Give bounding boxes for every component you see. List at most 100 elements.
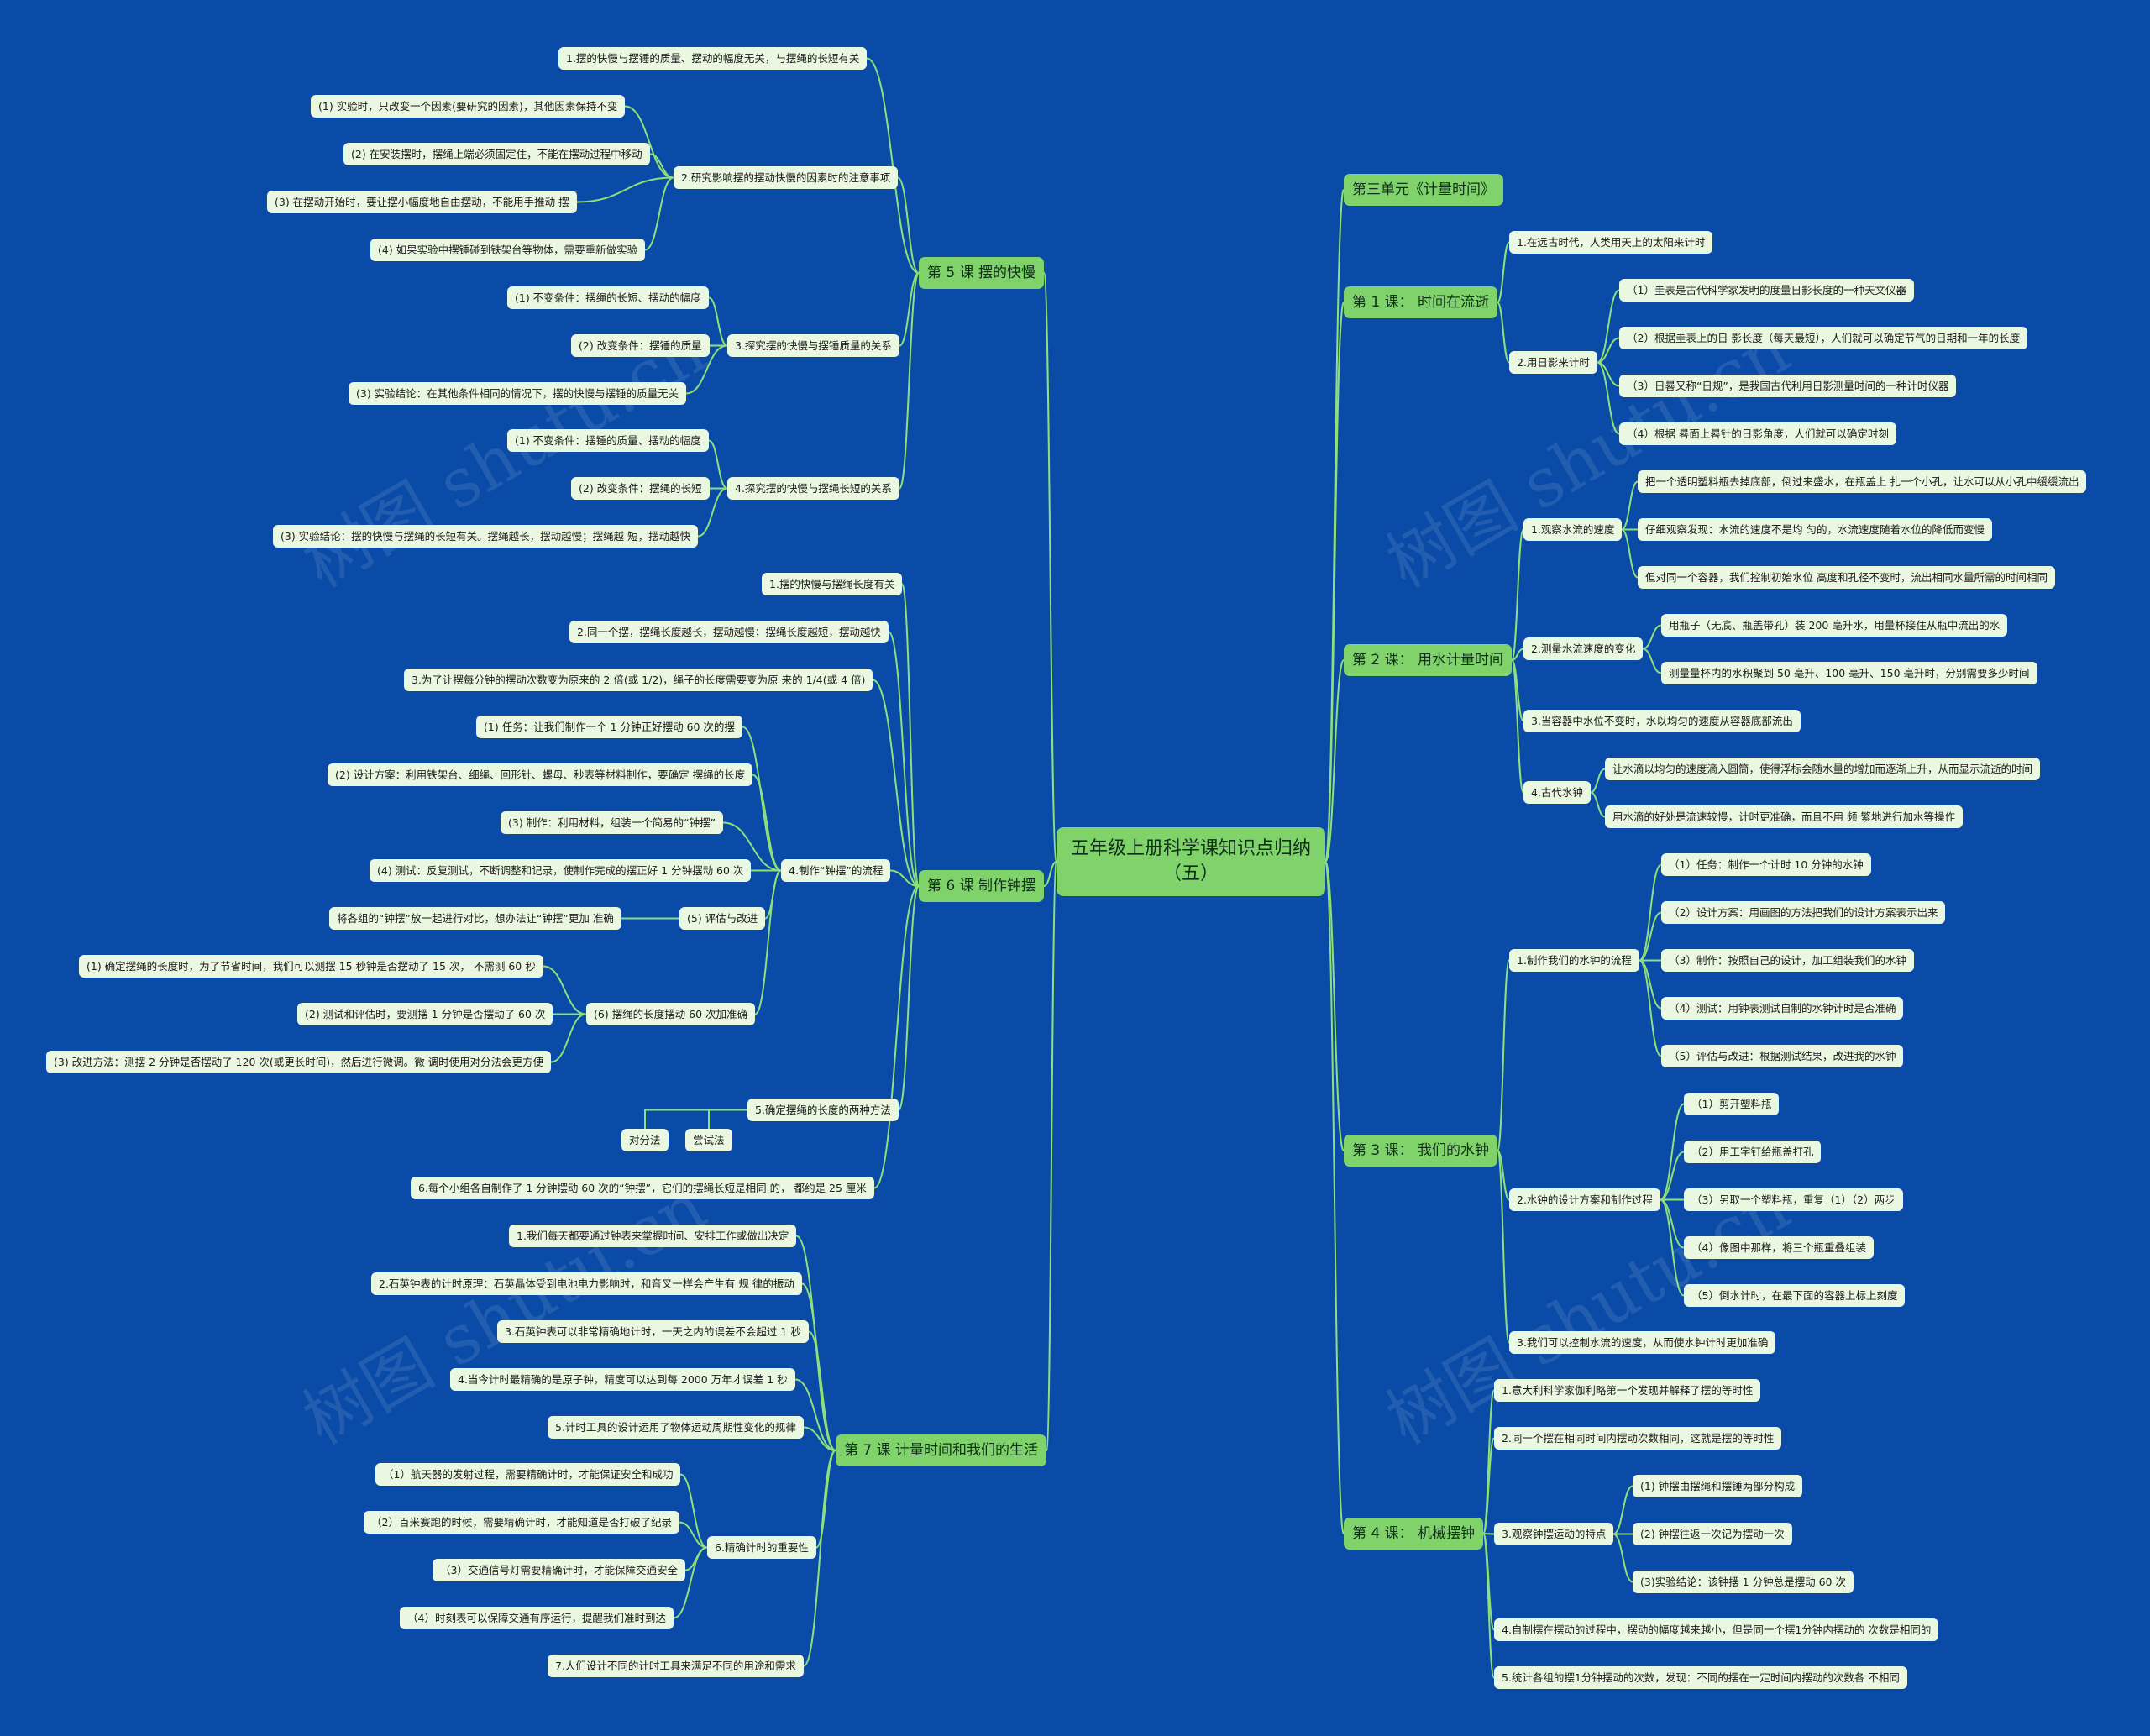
lesson-7-item-2[interactable]: 2.石英钟表的计时原理：石英晶体受到电池电力影响时，和音叉一样会产生有 规 律的… (371, 1272, 802, 1295)
lesson-7-item-4[interactable]: 4.当今计时最精确的是原子钟，精度可以达到每 2000 万年才误差 1 秒 (450, 1368, 795, 1391)
lesson-5-item-4-sub-1[interactable]: (1) 不变条件：摆锤的质量、摆动的幅度 (507, 429, 709, 452)
lesson-1-item-2-sub-1[interactable]: （1）圭表是古代科学家发明的度量日影长度的一种天文仪器 (1619, 279, 1914, 302)
lesson-7-item-6-sub-3[interactable]: （3）交通信号灯需要精确计时，才能保障交通安全 (433, 1559, 685, 1581)
lesson-4-item-3-sub-3[interactable]: (3)实验结论：该钟摆 1 分钟总是摆动 60 次 (1633, 1571, 1854, 1593)
lesson-6-item-2[interactable]: 2.同一个摆，摆绳长度越长，摆动越慢；摆绳长度越短，摆动越快 (569, 621, 889, 643)
lesson-1-item-2[interactable]: 2.用日影来计时 (1509, 351, 1597, 374)
lesson-6-item-4-sub-4[interactable]: (4) 测试：反复测试，不断调整和记录，使制作完成的摆正好 1 分钟摆动 60 … (370, 859, 752, 882)
lesson-7-item-6-sub-1[interactable]: （1）航天器的发射过程，需要精确计时，才能保证安全和成功 (375, 1463, 681, 1486)
lesson-7-item-3[interactable]: 3.石英钟表可以非常精确地计时，一天之内的误差不会超过 1 秒 (497, 1320, 809, 1343)
lesson-6-item-4-sub-6[interactable]: (6) 摆绳的长度摆动 60 次加准确 (586, 1003, 756, 1025)
lesson-4-item-4[interactable]: 4.自制摆在摆动的过程中，摆动的幅度越来越小，但是同一个摆1分钟内摆动的 次数是… (1494, 1618, 1939, 1641)
lesson-7-item-1[interactable]: 1.我们每天都要通过钟表来掌握时间、安排工作或做出决定 (509, 1225, 797, 1247)
lesson-3-item-2-sub-1[interactable]: （1）剪开塑料瓶 (1684, 1093, 1780, 1115)
lesson-2-item-1-sub-2[interactable]: 仔细观察发现：水流的速度不是均 匀的，水流速度随着水位的降低而变慢 (1638, 518, 1992, 541)
lesson-3-item-1-sub-3[interactable]: （3）制作：按照自己的设计，加工组装我们的水钟 (1661, 949, 1914, 972)
lesson-6-item-5-method-1[interactable]: 对分法 (621, 1129, 669, 1151)
lesson-7-item-5[interactable]: 5.计时工具的设计运用了物体运动周期性变化的规律 (548, 1416, 804, 1439)
lesson-6-item-4-sub-6-detail-2[interactable]: (2) 测试和评估时，要测摆 1 分钟是否摆动了 60 次 (297, 1003, 553, 1025)
lesson-6-item-5[interactable]: 5.确定摆绳的长度的两种方法 (747, 1099, 899, 1121)
lesson-6-item-4-sub-2[interactable]: (2) 设计方案：利用铁架台、细绳、回形针、螺母、秒表等材料制作，要确定 摆绳的… (328, 763, 753, 786)
lesson-3-item-1-sub-1[interactable]: （1）任务：制作一个计时 10 分钟的水钟 (1661, 853, 1871, 876)
lesson-6-item-4-sub-5-detail[interactable]: 将各组的“钟摆”放一起进行对比，想办法让“钟摆”更加 准确 (329, 907, 621, 930)
lesson-3-item-2-sub-3[interactable]: （3）另取一个塑料瓶，重复（1）（2）两步 (1684, 1188, 1903, 1211)
connector-line (1043, 272, 1057, 863)
lesson-3-item-3[interactable]: 3.我们可以控制水流的速度，从而使水钟计时更加准确 (1509, 1331, 1776, 1354)
lesson-7-item-6-sub-2[interactable]: （2）百米赛跑的时候，需要精确计时，才能知道是否打破了纪录 (364, 1511, 679, 1534)
connector-line (794, 1378, 836, 1451)
lesson-3-item-2-sub-4[interactable]: （4）像图中那样，将三个瓶重叠组装 (1684, 1236, 1874, 1259)
lesson-3-item-2[interactable]: 2.水钟的设计方案和制作过程 (1509, 1188, 1660, 1211)
lesson-6-item-4-sub-5[interactable]: (5) 评估与改进 (679, 907, 766, 930)
connector-line (1497, 241, 1510, 303)
lesson-5-item-4[interactable]: 4.探究摆的快慢与摆绳长短的关系 (727, 477, 899, 500)
lesson-6-item-4[interactable]: 4.制作“钟摆”的流程 (781, 859, 891, 882)
lesson-6-item-4-sub-6-detail-3[interactable]: (3) 改进方法：测摆 2 分钟是否摆动了 120 次(或更长时间)，然后进行微… (46, 1051, 552, 1073)
connector-line (866, 57, 920, 274)
unit-title[interactable]: 第三单元《计量时间》 (1344, 174, 1503, 206)
lesson-5-item-4-sub-3[interactable]: (3) 实验结论：摆的快慢与摆绳的长短有关。摆绳越长，摆动越慢；摆绳越 短，摆动… (273, 525, 699, 548)
lesson-5-item-3-sub-3[interactable]: (3) 实验结论：在其他条件相同的情况下，摆的快慢与摆锤的质量无关 (349, 382, 687, 405)
lesson-3-item-1-sub-2[interactable]: （2）设计方案：用画图的方法把我们的设计方案表示出来 (1661, 901, 1946, 924)
lesson-6-item-6[interactable]: 6.每个小组各自制作了 1 分钟摆动 60 次的“钟摆”，它们的摆绳长短是相同 … (411, 1177, 874, 1199)
lesson-6-item-3[interactable]: 3.为了让摆每分钟的摆动次数变为原来的 2 倍(或 1/2)，绳子的长度需要变为… (404, 669, 873, 691)
lesson-7-item-7[interactable]: 7.人们设计不同的计时工具来满足不同的用途和需求 (548, 1655, 804, 1677)
lesson-1-item-1[interactable]: 1.在远古时代，人类用天上的太阳来计时 (1509, 231, 1713, 254)
lesson-2-item-2-sub-2[interactable]: 测量量杯内的水积聚到 50 毫升、100 毫升、150 毫升时，分别需要多少时间 (1661, 662, 2037, 684)
lesson-2-item-1-sub-3[interactable]: 但对同一个容器，我们控制初始水位 高度和孔径不变时，流出相同水量所需的时间相同 (1638, 566, 2055, 589)
lesson-7-item-6[interactable]: 6.精确计时的重要性 (707, 1536, 816, 1559)
lesson-4-item-2[interactable]: 2.同一个摆在相同时间内摆动次数相同，这就是摆的等时性 (1494, 1427, 1782, 1450)
lesson-5-item-2-sub-2[interactable]: (2) 在安装摆时，摆绳上端必须固定住，不能在摆动过程中移动 (343, 143, 650, 165)
lesson-3[interactable]: 第 3 课： 我们的水钟 (1344, 1135, 1498, 1167)
lesson-3-item-2-sub-5[interactable]: （5）倒水计时，在最下面的容器上标上刻度 (1684, 1284, 1906, 1307)
lesson-5-item-2-sub-1[interactable]: (1) 实验时，只改变一个因素(要研究的因素)，其他因素保持不变 (311, 95, 626, 118)
connector-line (1597, 361, 1620, 435)
root-topic[interactable]: 五年级上册科学课知识点归纳（五） (1057, 827, 1325, 896)
lesson-2-item-3[interactable]: 3.当容器中水位不变时，水以均匀的速度从容器底部流出 (1523, 710, 1801, 732)
lesson-5-item-1[interactable]: 1.摆的快慢与摆锤的质量、摆动的幅度无关，与摆绳的长短有关 (558, 47, 868, 70)
connector-line (1597, 337, 1620, 364)
lesson-4[interactable]: 第 4 课： 机械摆钟 (1344, 1518, 1484, 1550)
lesson-2-item-2[interactable]: 2.测量水流速度的变化 (1523, 637, 1644, 660)
lesson-7-item-6-sub-4[interactable]: （4）时刻表可以保障交通有序运行，提醒我们准时到达 (400, 1607, 674, 1629)
lesson-4-item-1[interactable]: 1.意大利科学家伽利略第一个发现并解释了摆的等时性 (1494, 1379, 1761, 1402)
lesson-2-item-2-sub-1[interactable]: 用瓶子（无底、瓶盖带孔）装 200 毫升水，用量杯接住从瓶中流出的水 (1661, 614, 2008, 637)
connector-line (1639, 911, 1662, 962)
lesson-2-item-4-sub-1[interactable]: 让水滴以均匀的速度滴入圆筒，使得浮标会随水量的增加而逐渐上升，从而显示流逝的时间 (1605, 758, 2041, 780)
connector-line (1497, 1150, 1510, 1201)
lesson-2-item-1-sub-1[interactable]: 把一个透明塑料瓶去掉底部，倒过来盛水，在瓶盖上 扎一个小孔，让水可以从小孔中缓缓… (1638, 470, 2087, 493)
lesson-1-item-2-sub-4[interactable]: （4）根据 晷面上晷针的日影角度，人们就可以确定时刻 (1619, 422, 1896, 445)
lesson-6-item-4-sub-1[interactable]: (1) 任务：让我们制作一个 1 分钟正好摆动 60 次的摆 (476, 716, 742, 738)
lesson-5-item-2-sub-3[interactable]: (3) 在摆动开始时，要让摆小幅度地自由摆动，不能用手推动 摆 (267, 191, 577, 213)
lesson-5[interactable]: 第 5 课 摆的快慢 (919, 257, 1045, 289)
lesson-5-item-3-sub-1[interactable]: (1) 不变条件：摆绳的长短、摆动的幅度 (507, 286, 709, 309)
lesson-2-item-1[interactable]: 1.观察水流的速度 (1523, 518, 1623, 541)
lesson-5-item-3-sub-2[interactable]: (2) 改变条件：摆锤的质量 (571, 334, 710, 357)
connector-line (1660, 1198, 1685, 1249)
lesson-6-item-5-method-2[interactable]: 尝试法 (685, 1129, 732, 1151)
lesson-6-item-4-sub-6-detail-1[interactable]: (1) 确定摆绳的长度时，为了节省时间，我们可以测摆 15 秒钟是否摆动了 15… (79, 955, 543, 978)
lesson-5-item-3[interactable]: 3.探究摆的快慢与摆锤质量的关系 (727, 334, 899, 357)
lesson-4-item-3-sub-1[interactable]: (1) 钟摆由摆绳和摆锤两部分构成 (1633, 1475, 1803, 1497)
lesson-5-item-4-sub-2[interactable]: (2) 改变条件：摆绳的长短 (571, 477, 710, 500)
lesson-3-item-1-sub-4[interactable]: （4）测试：用钟表测试自制的水钟计时是否准确 (1661, 997, 1904, 1020)
lesson-4-item-3[interactable]: 3.观察钟摆运动的特点 (1494, 1523, 1614, 1545)
lesson-3-item-1[interactable]: 1.制作我们的水钟的流程 (1509, 949, 1639, 972)
lesson-1[interactable]: 第 1 课： 时间在流逝 (1344, 286, 1498, 318)
lesson-4-item-5[interactable]: 5.统计各组的摆1分钟摆动的次数，发现：不同的摆在一定时间内摆动的次数各 不相同 (1494, 1666, 1907, 1689)
lesson-6[interactable]: 第 6 课 制作钟摆 (919, 870, 1045, 902)
lesson-2-item-4[interactable]: 4.古代水钟 (1523, 781, 1591, 804)
lesson-4-item-3-sub-2[interactable]: (2) 钟摆往返一次记为摆动一次 (1633, 1523, 1792, 1545)
lesson-3-item-2-sub-2[interactable]: （2）用工字钉给瓶盖打孔 (1684, 1141, 1822, 1163)
lesson-2-item-4-sub-2[interactable]: 用水滴的好处是流速较慢，计时更准确，而且不用 频 繁地进行加水等操作 (1605, 805, 1963, 828)
lesson-5-item-2-sub-4[interactable]: (4) 如果实验中摆锤碰到铁架台等物体，需要重新做实验 (370, 239, 646, 261)
lesson-5-item-2[interactable]: 2.研究影响摆的摆动快慢的因素时的注意事项 (674, 166, 899, 189)
lesson-2[interactable]: 第 2 课： 用水计量时间 (1344, 644, 1513, 676)
lesson-7[interactable]: 第 7 课 计量时间和我们的生活 (836, 1434, 1047, 1466)
lesson-1-item-2-sub-3[interactable]: （3）日晷又称“日规”，是我国古代利用日影测量时间的一种计时仪器 (1619, 375, 1957, 397)
connector-line (722, 821, 782, 872)
lesson-1-item-2-sub-2[interactable]: （2）根据圭表上的日 影长度（每天最短），人们就可以确定节气的日期和一年的长度 (1619, 327, 2028, 349)
lesson-3-item-1-sub-5[interactable]: （5）评估与改进：根据测试结果，改进我的水钟 (1661, 1045, 1904, 1067)
lesson-6-item-4-sub-3[interactable]: (3) 制作：利用材料，组装一个简易的“钟摆” (501, 811, 724, 834)
lesson-6-item-1[interactable]: 1.摆的快慢与摆绳长度有关 (762, 573, 903, 595)
